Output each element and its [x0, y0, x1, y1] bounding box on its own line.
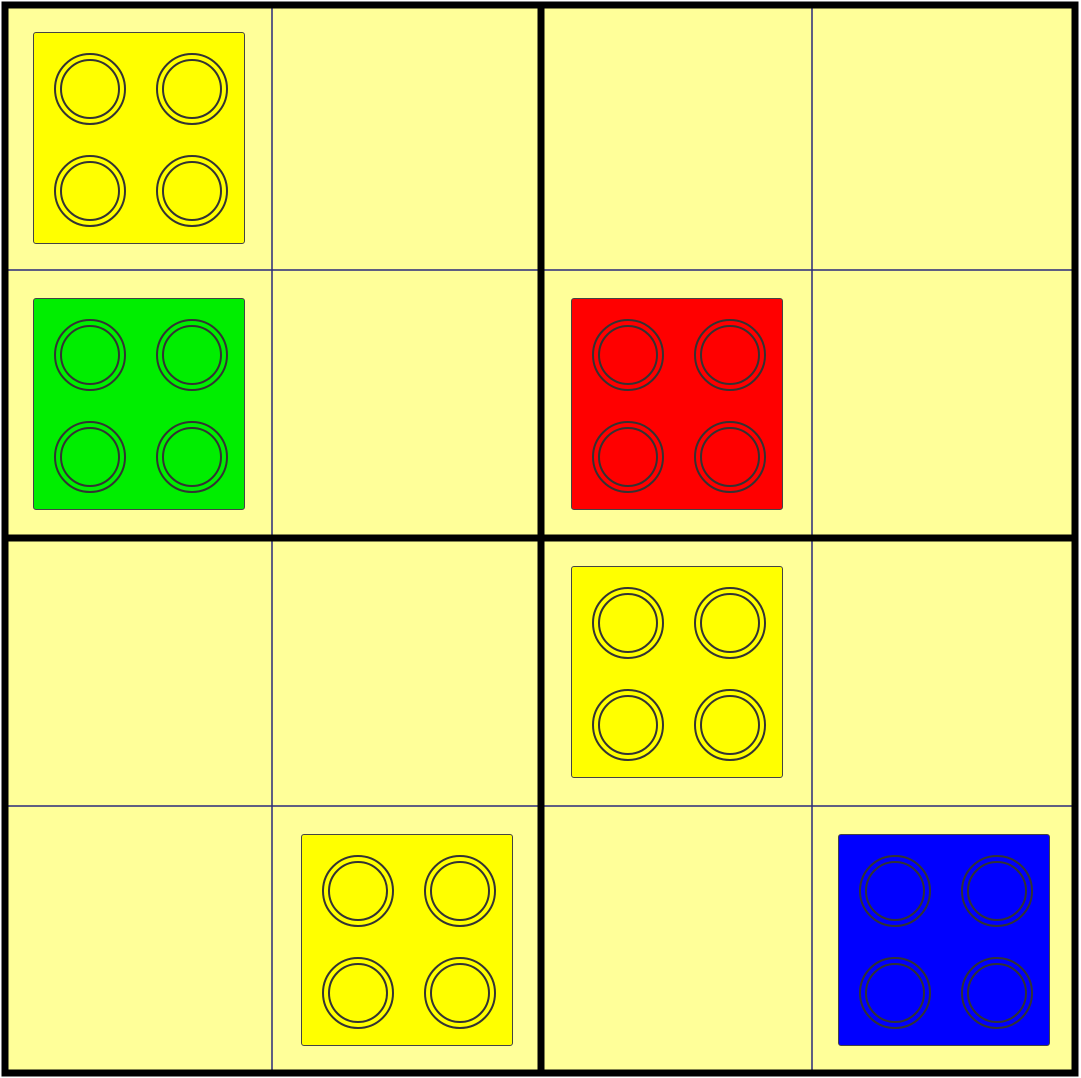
puzzle-board	[0, 0, 1081, 1078]
grid-lines	[0, 0, 1081, 1078]
